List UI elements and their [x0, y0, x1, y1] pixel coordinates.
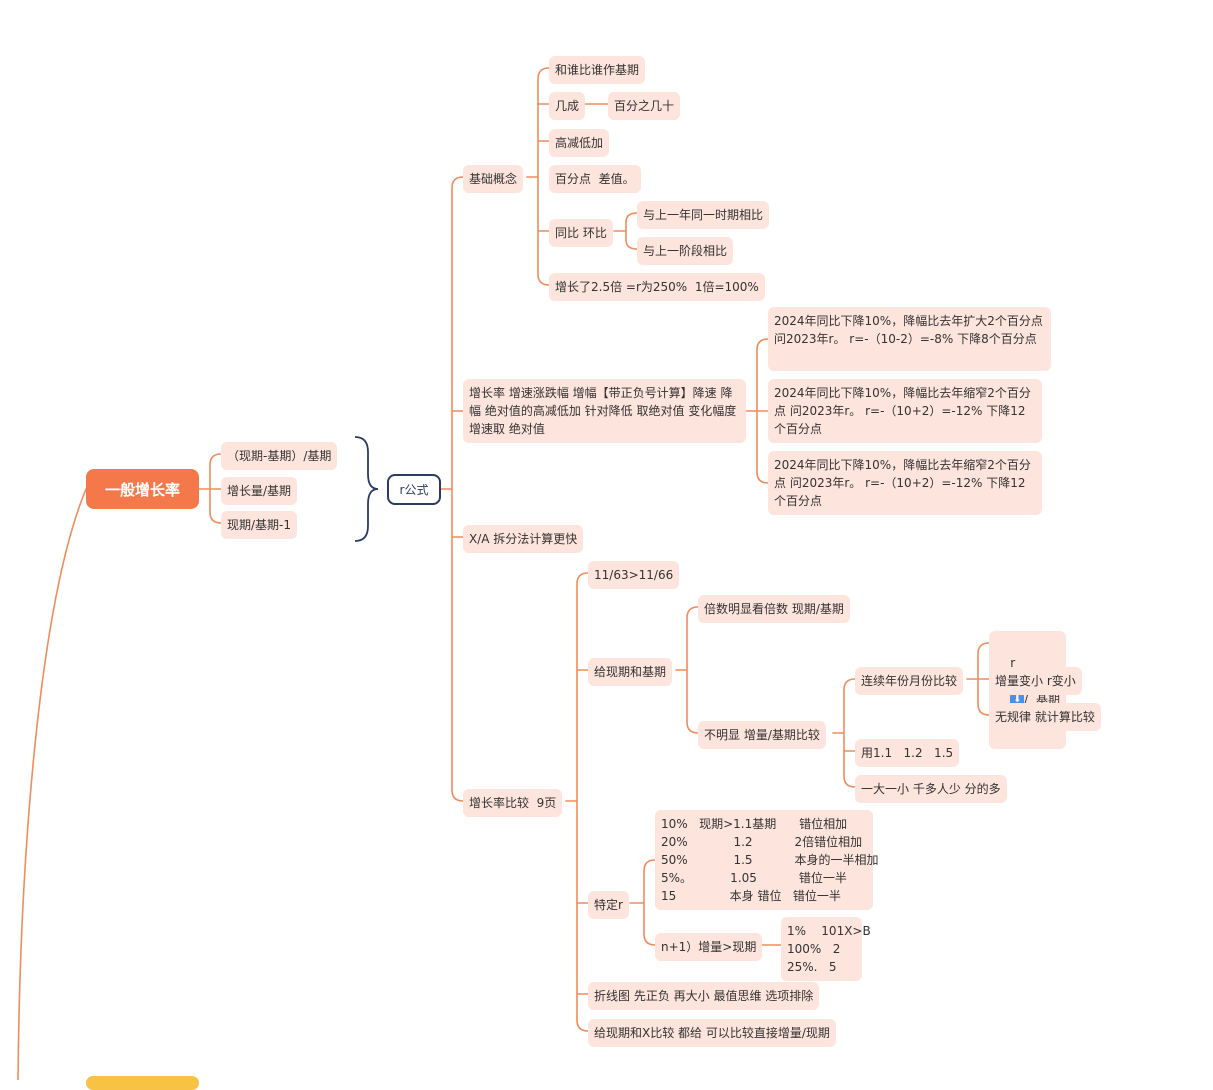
- percent-point-node[interactable]: 百分点 差值。: [549, 165, 641, 193]
- xa-node[interactable]: X/A 拆分法计算更快: [463, 525, 584, 553]
- formula-bracket: [354, 436, 379, 542]
- n1-values-node[interactable]: 1% 101X>B 100% 2 25%. 5: [781, 917, 871, 981]
- smaller-node[interactable]: 增量变小 r变小: [989, 667, 1082, 695]
- growth-example-3[interactable]: 2024年同比下降10%，降幅比去年缩窄2个百分点 问2023年r。 r=-（1…: [768, 451, 1042, 515]
- gaojian-node[interactable]: 高减低加: [549, 129, 610, 157]
- formula-3[interactable]: 现期/基期-1: [221, 511, 298, 539]
- fraction-node[interactable]: 11/63>11/66: [588, 561, 680, 589]
- root-node[interactable]: 一般增长率: [86, 469, 199, 509]
- huanbi-def-node[interactable]: 与上一阶段相比: [637, 237, 734, 265]
- jicheng-node[interactable]: 几成: [549, 92, 586, 120]
- use-numbers-node[interactable]: 用1.1 1.2 1.5: [855, 739, 960, 767]
- irregular-node[interactable]: 无规律 就计算比较: [989, 703, 1101, 731]
- obvious-node[interactable]: 倍数明显看倍数 现期/基期: [698, 595, 850, 623]
- growth-example-2[interactable]: 2024年同比下降10%，降幅比去年缩窄2个百分点 问2023年r。 r=-（1…: [768, 379, 1042, 443]
- special-r-node[interactable]: 特定r: [588, 891, 629, 919]
- jicheng-sub-node[interactable]: 百分之几十: [608, 92, 681, 120]
- growth-example-1[interactable]: 2024年同比下降10%，降幅比去年扩大2个百分点 问2023年r。 r=-（1…: [768, 307, 1051, 371]
- n1-node[interactable]: n+1）增量>现期: [655, 933, 763, 961]
- rule-prefix: r: [1010, 656, 1016, 670]
- rule-suffix: / 基期: [1024, 692, 1060, 706]
- times-node[interactable]: 增长了2.5倍 =r为250% 1倍=100%: [549, 273, 765, 301]
- base-period-node[interactable]: 和谁比谁作基期: [549, 56, 646, 84]
- given-node[interactable]: 给现期和基期: [588, 658, 673, 686]
- r-formula-node[interactable]: r公式: [387, 474, 441, 505]
- formula-2[interactable]: 增长量/基期: [221, 477, 298, 505]
- consecutive-node[interactable]: 连续年份月份比较: [855, 667, 964, 695]
- formula-1[interactable]: （现期-基期）/基期: [221, 442, 338, 470]
- growth-rate-node[interactable]: 增长率 增速涨跌幅 增幅【带正负号计算】降速 降幅 绝对值的高减低加 针对降低 …: [463, 379, 746, 443]
- not-obvious-node[interactable]: 不明显 增量/基期比较: [698, 721, 826, 749]
- given-x-node[interactable]: 给现期和X比较 都给 可以比较直接增量/现期: [588, 1019, 836, 1047]
- special-table-node[interactable]: 10% 现期>1.1基期 错位相加 20% 1.2 2倍错位相加 50% 1.5…: [655, 810, 879, 910]
- line-chart-node[interactable]: 折线图 先正负 再大小 最值思维 选项排除: [588, 982, 820, 1010]
- tongbi-def-node[interactable]: 与上一年同一时期相比: [637, 201, 770, 229]
- one-big-node[interactable]: 一大一小 千多人少 分的多: [855, 775, 1007, 803]
- basics-node[interactable]: 基础概念: [463, 165, 524, 193]
- tongbi-huanbi-node[interactable]: 同比 环比: [549, 219, 613, 247]
- next-root-node[interactable]: [86, 1076, 199, 1090]
- compare-node[interactable]: 增长率比较 9页: [463, 789, 563, 817]
